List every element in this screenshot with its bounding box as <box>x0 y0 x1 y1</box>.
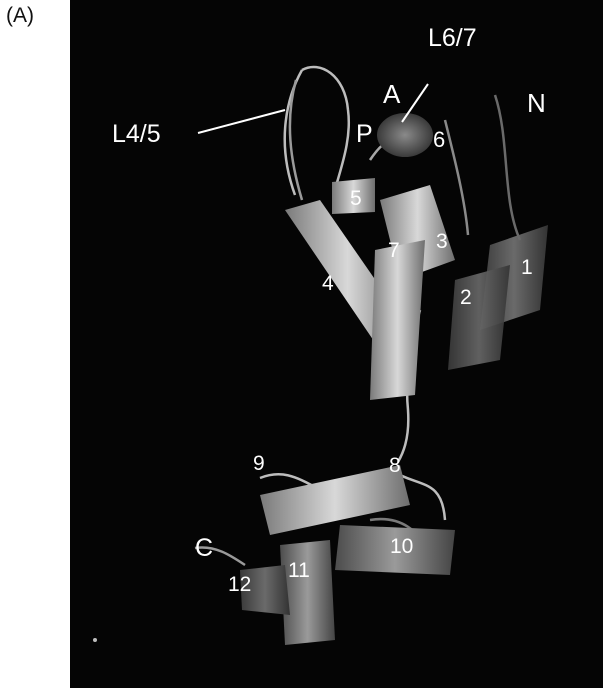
label-helix-11: 11 <box>288 559 310 582</box>
label-l45: L4/5 <box>112 120 161 148</box>
speck <box>93 638 97 642</box>
protein-structure-image: L6/7 A N L4/5 P 6 5 7 3 1 4 2 9 8 C 10 1… <box>70 0 603 688</box>
label-a: A <box>383 79 401 109</box>
label-helix-12: 12 <box>228 573 251 596</box>
label-l67: L6/7 <box>428 24 477 52</box>
label-c: C <box>195 534 213 562</box>
label-helix-6: 6 <box>433 127 445 152</box>
protein-structure-svg: L6/7 A N L4/5 P 6 5 7 3 1 4 2 9 8 C 10 1… <box>70 0 603 688</box>
label-helix-8: 8 <box>389 454 401 477</box>
label-helix-7: 7 <box>388 239 400 262</box>
helix-11 <box>280 540 335 645</box>
label-helix-10: 10 <box>390 535 413 558</box>
label-helix-5: 5 <box>350 187 362 210</box>
loop-l67-knot <box>377 113 433 157</box>
label-n: N <box>527 88 546 118</box>
label-helix-3: 3 <box>436 230 448 253</box>
panel-letter: (A) <box>6 4 34 28</box>
label-helix-9: 9 <box>253 452 265 475</box>
image-background <box>70 0 603 688</box>
label-p: P <box>356 120 373 148</box>
label-helix-4: 4 <box>322 272 334 295</box>
label-helix-2: 2 <box>460 286 472 309</box>
label-helix-1: 1 <box>521 256 533 279</box>
